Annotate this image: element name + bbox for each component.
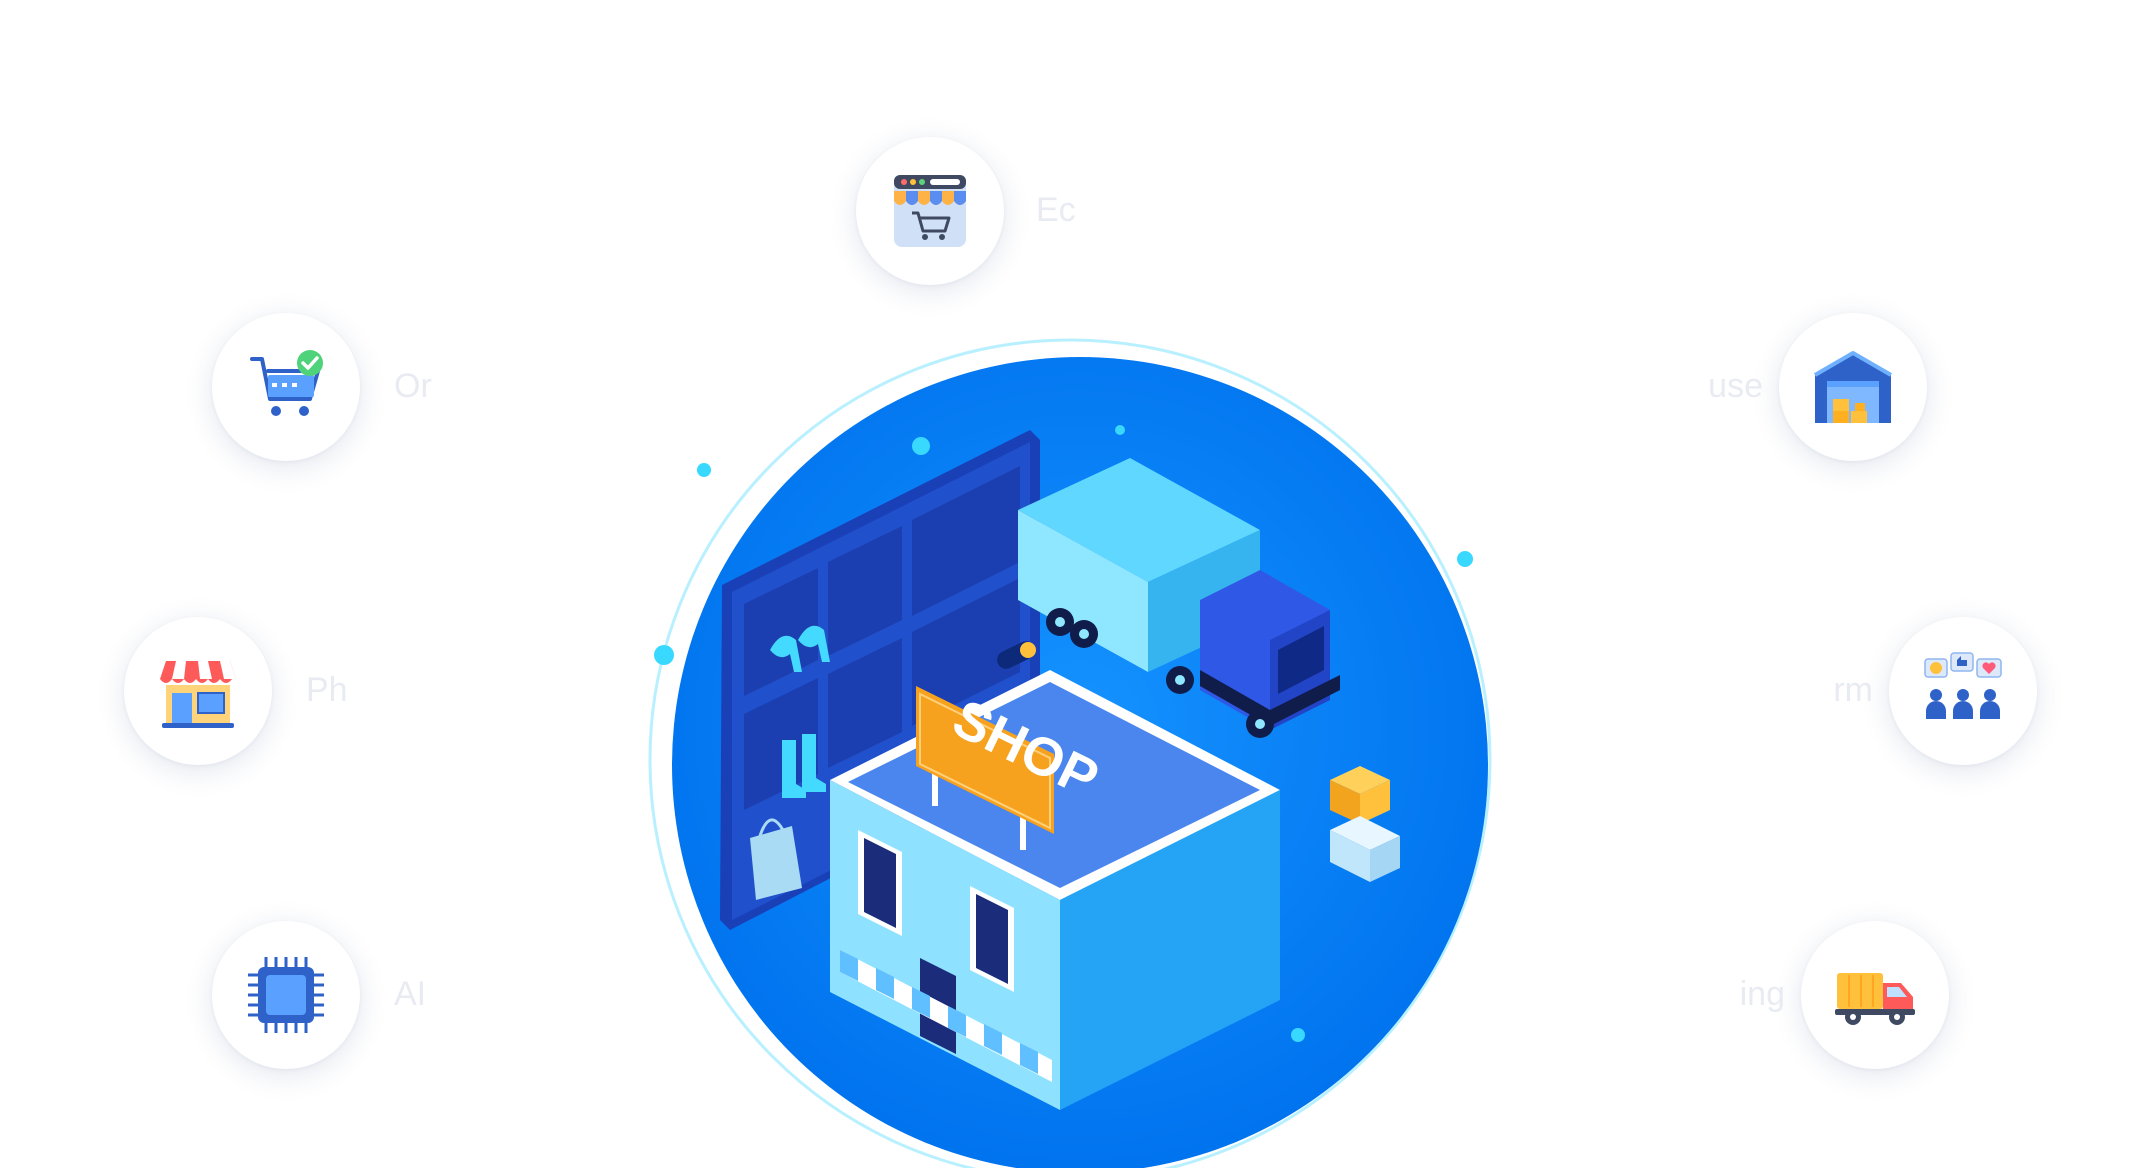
shop-awning-icon xyxy=(156,649,240,733)
social-feedback-icon xyxy=(1921,649,2005,733)
node-platform[interactable] xyxy=(1889,617,2037,765)
warehouse-icon xyxy=(1811,345,1895,429)
node-label-platform: rm xyxy=(1833,671,1873,709)
node-label-warehouse: use xyxy=(1708,367,1763,405)
hub-illustration: SHOP xyxy=(640,330,1500,1168)
cart-check-icon xyxy=(244,345,328,429)
node-warehouse[interactable] xyxy=(1779,313,1927,461)
node-shipping[interactable] xyxy=(1801,921,1949,1069)
node-label-ai: AI xyxy=(394,975,427,1013)
node-label-physical-store: Ph xyxy=(306,671,348,709)
node-label-orders: Or xyxy=(394,367,432,405)
node-orders[interactable] xyxy=(212,313,360,461)
node-ai[interactable] xyxy=(212,921,360,1069)
node-label-ecommerce: Ec xyxy=(1036,191,1076,229)
node-ecommerce[interactable] xyxy=(856,137,1004,285)
node-label-shipping: ing xyxy=(1739,975,1785,1013)
isometric-shop-scene-icon: SHOP xyxy=(640,330,1500,1168)
storefront-cart-icon xyxy=(888,169,972,253)
delivery-truck-icon xyxy=(1833,953,1917,1037)
ai-chip-icon xyxy=(244,953,328,1037)
node-physical-store[interactable] xyxy=(124,617,272,765)
